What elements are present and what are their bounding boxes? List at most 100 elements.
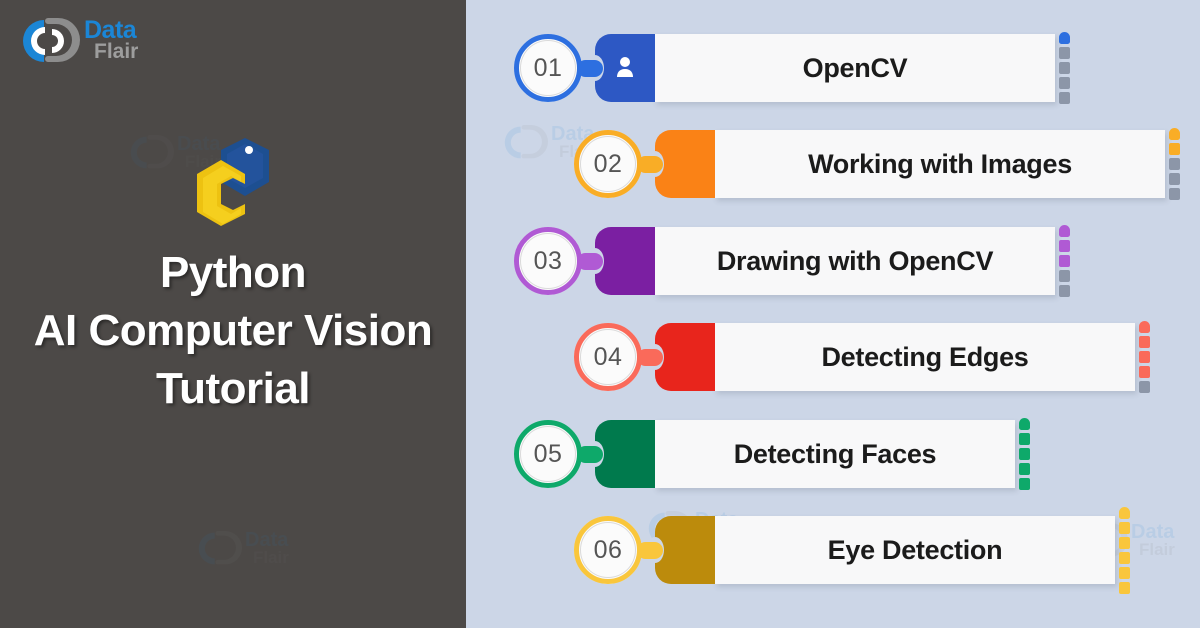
page-title-line-2: AI Computer Vision (33, 306, 433, 356)
badge-inner-ring (520, 40, 576, 96)
badge-inner-ring (520, 426, 576, 482)
progress-dashes (1169, 128, 1180, 200)
step-number-badge: 04 (574, 323, 642, 391)
progress-dash (1139, 381, 1150, 393)
topic-label: Eye Detection (827, 534, 1003, 565)
progress-dash (1119, 521, 1130, 534)
topic-row[interactable]: 05 Detecting Faces (514, 418, 1030, 490)
progress-dash (1059, 285, 1070, 297)
progress-dash (1119, 566, 1130, 579)
progress-dash (1139, 366, 1150, 378)
watermark-text-secondary: Flair (253, 547, 289, 567)
topic-icon-box (595, 34, 655, 102)
progress-dash (1059, 92, 1070, 104)
progress-dash (1059, 77, 1070, 89)
topic-label-bar[interactable]: Detecting Edges (715, 323, 1135, 391)
progress-dashes (1019, 418, 1030, 490)
topic-icon-box (595, 227, 655, 295)
progress-dash (1019, 433, 1030, 445)
connector-nub (637, 348, 663, 366)
progress-dash (1119, 536, 1130, 549)
topic-label-bar[interactable]: OpenCV (655, 34, 1055, 102)
progress-dash (1169, 128, 1180, 140)
progress-dash (1059, 240, 1070, 252)
topic-label: Detecting Faces (733, 438, 937, 469)
right-panel: Data Flair Data Flair (466, 0, 1200, 628)
topic-label-bar[interactable]: Working with Images (715, 130, 1165, 198)
progress-dash (1059, 225, 1070, 237)
topic-row[interactable]: 02 Working with Images (574, 128, 1180, 200)
topic-icon-box (655, 323, 715, 391)
progress-dash (1169, 158, 1180, 170)
progress-dash (1169, 143, 1180, 155)
progress-dash (1139, 321, 1150, 333)
progress-dash (1019, 463, 1030, 475)
connector-nub (577, 252, 603, 270)
page-title-line-1: Python (159, 248, 307, 297)
page-title-line-3: Tutorial (155, 364, 311, 414)
step-number-text: 02 (593, 149, 623, 178)
topic-label: Working with Images (808, 148, 1072, 179)
progress-dash (1059, 270, 1070, 282)
progress-dash (1169, 173, 1180, 185)
topic-row[interactable]: 06 Eye Detection (574, 506, 1130, 594)
step-number-badge: 05 (514, 420, 582, 488)
topic-label: OpenCV (802, 52, 908, 83)
topic-label-bar[interactable]: Drawing with OpenCV (655, 227, 1055, 295)
progress-dash (1019, 478, 1030, 490)
watermark-text-primary: Data (245, 529, 289, 552)
connector-nub (637, 155, 663, 173)
topic-label: Detecting Edges (821, 341, 1029, 372)
progress-dash (1139, 351, 1150, 363)
user-icon (617, 57, 633, 77)
progress-dash (1059, 32, 1070, 44)
badge-inner-ring (580, 136, 636, 192)
step-number-badge: 02 (574, 130, 642, 198)
progress-dash (1119, 581, 1130, 594)
progress-dash (1059, 62, 1070, 74)
topic-list: 01 OpenCV 02 Working with Images 03 Drawing w… (466, 0, 1200, 628)
brand-logo: Data Flair (22, 14, 138, 68)
badge-inner-ring (580, 329, 636, 385)
progress-dash (1119, 506, 1130, 519)
progress-dashes (1059, 32, 1070, 104)
progress-dash (1019, 448, 1030, 460)
step-number-badge: 06 (574, 516, 642, 584)
topic-row[interactable]: 03 Drawing with OpenCV (514, 225, 1070, 297)
topic-label-bar[interactable]: Eye Detection (715, 516, 1115, 584)
page-title: Python AI Computer Vision Tutorial (0, 244, 466, 418)
dataflair-swirl-logo-icon (22, 14, 80, 68)
hero-block: Python AI Computer Vision Tutorial (0, 130, 466, 418)
brand-name-primary: Data (84, 15, 137, 44)
step-number-text: 04 (593, 342, 623, 371)
dataflair-swirl-logo-icon (198, 528, 242, 569)
progress-dashes (1139, 321, 1150, 393)
brand-wordmark: Data Flair (84, 15, 139, 63)
topic-icon-box (655, 130, 715, 198)
step-number-text: 05 (533, 439, 563, 468)
step-number-text: 01 (533, 53, 563, 82)
connector-nub (577, 59, 603, 77)
progress-dash (1059, 255, 1070, 267)
progress-dashes (1119, 506, 1130, 594)
progress-dash (1119, 551, 1130, 564)
connector-nub (577, 445, 603, 463)
topic-icon-box (655, 516, 715, 584)
brand-name-secondary: Flair (94, 39, 139, 63)
topic-row[interactable]: 04 Detecting Edges (574, 321, 1150, 393)
badge-inner-ring (580, 522, 636, 578)
watermark-left-bottom: Data Flair (198, 528, 289, 569)
progress-dash (1169, 188, 1180, 200)
progress-dash (1059, 47, 1070, 59)
step-number-text: 03 (533, 246, 563, 275)
topic-row[interactable]: 01 OpenCV (514, 32, 1070, 104)
step-number-text: 06 (593, 535, 623, 564)
connector-nub (637, 541, 663, 559)
left-panel: Data Flair Data Flair (0, 0, 466, 628)
topic-label: Drawing with OpenCV (716, 245, 994, 276)
topic-icon-box (595, 420, 655, 488)
progress-dash (1139, 336, 1150, 348)
topic-label-bar[interactable]: Detecting Faces (655, 420, 1015, 488)
step-number-badge: 01 (514, 34, 582, 102)
